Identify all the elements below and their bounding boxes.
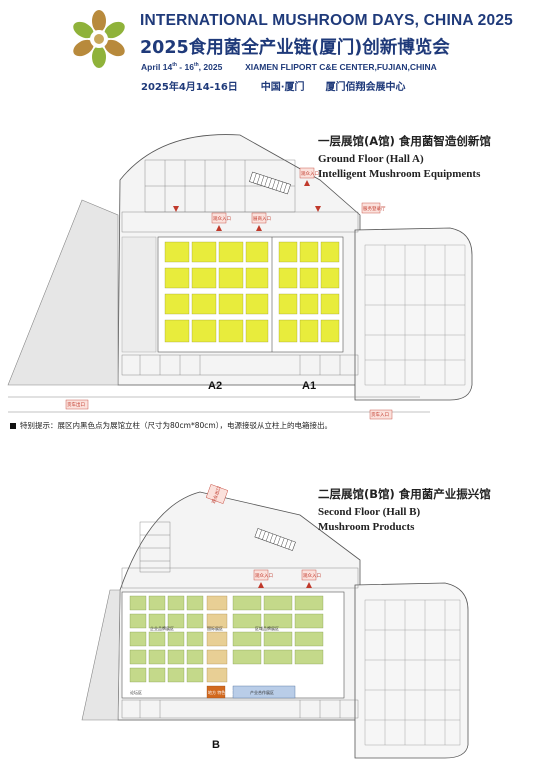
hall-a-title: 一层展馆(A馆) 食用菌智造创新馆 Ground Floor (Hall A) … — [318, 133, 491, 182]
hall-a-title-en-2: Intelligent Mushroom Equipments — [318, 168, 481, 180]
hall-a-exhibitor-entrance-label: 展商入口 — [253, 215, 271, 222]
hall-b-road-area — [81, 589, 121, 721]
hall-a-entrances — [65, 167, 393, 420]
hall-b-title: 二层展馆(B馆) 食用菌产业振兴馆 Second Floor (Hall B) … — [318, 486, 491, 535]
hall-b-label: B — [212, 739, 220, 751]
hall-a-title-en-1: Ground Floor (Hall A) — [318, 153, 424, 165]
event-title-cn: 2025食用菌全产业链(厦门)创新博览会 — [140, 38, 450, 58]
notice-bullet-icon — [10, 423, 16, 429]
hall-b-annex-rooms — [364, 599, 461, 746]
date-en-sup1: th — [172, 62, 177, 69]
venue-en: XIAMEN FLIPORT C&E CENTER,FUJIAN,CHINA — [245, 62, 437, 72]
hall-b-regional-booths — [232, 595, 324, 665]
hall-a1-label: A1 — [302, 380, 317, 392]
hall-a-service-hall-label: 服务登录厅 — [363, 205, 386, 212]
hall-a-visitor-entrance-label: 观众入口 — [301, 171, 319, 177]
date-cn: 2025年4月14-16日 — [141, 82, 238, 93]
hall-a-title-cn: 一层展馆(A馆) 食用菌智造创新馆 — [318, 134, 491, 148]
hall-b-visitor-entrance-2-label: 观众入口 — [303, 573, 321, 579]
hall-a-visitor-entrance-2-label: 观众入口 — [213, 216, 231, 222]
hall-b-enterprise-booths — [129, 595, 204, 683]
notice-text: 特别提示：展区内黑色点为展馆立柱（尺寸为80cm*80cm），电源接驳从立柱上的… — [20, 421, 332, 430]
hall-a2-label: A2 — [208, 380, 223, 392]
hall-a-escalator — [249, 171, 291, 195]
hall-a-truck-entrance-label: 货车入口 — [371, 411, 389, 418]
venue-cn: 厦门佰翔会展中心 — [325, 82, 406, 93]
hall-a1-booth-block — [278, 241, 340, 343]
hall-b-enterprise-zone-label: 企业品牌展区 — [150, 625, 174, 631]
hall-a-left-zone — [121, 236, 157, 353]
header: INTERNATIONAL MUSHROOM DAYS, CHINA 2025 … — [0, 0, 550, 105]
hall-b-coop-zone-label: 产业合作展区 — [250, 689, 274, 695]
hall-b-title-en-1: Second Floor (Hall B) — [318, 506, 421, 518]
hall-b-regional-zone-label: 区域品牌展区 — [255, 625, 279, 631]
hall-b-intl-zone-label: 国际展区 — [207, 625, 223, 631]
city-cn: 中国·厦门 — [260, 82, 305, 93]
event-date-venue-en: April 14th - 16th, 2025 XIAMEN FLIPORT C… — [141, 62, 437, 72]
hall-b-entrances — [205, 484, 317, 588]
hall-b-special-zone-label: 地方 特色展区 — [208, 689, 233, 695]
hall-b-service-rooms — [121, 521, 359, 719]
hall-a-road-area — [7, 199, 119, 386]
hall-a-annex-outline — [354, 227, 473, 401]
hall-b-coop-zone — [232, 685, 296, 699]
event-title-en: INTERNATIONAL MUSHROOM DAYS, CHINA 2025 — [140, 12, 513, 29]
hall-b-forum-zone-label: 论坛区 — [130, 689, 142, 695]
hall-a2-booth-block — [164, 241, 269, 343]
mushroom-flower-logo-icon — [73, 10, 125, 68]
hall-b-title-cn: 二层展馆(B馆) 食用菌产业振兴馆 — [318, 487, 491, 501]
hall-b-special-zone — [206, 685, 226, 699]
hall-b-intl-booths — [206, 595, 228, 683]
date-en-prefix: April 14 — [141, 62, 173, 72]
hall-b-escalator — [254, 528, 296, 551]
hall-a-truck-exit-label: 货车出口 — [67, 401, 85, 408]
special-notice: 特别提示：展区内黑色点为展馆立柱（尺寸为80cm*80cm），电源接驳从立柱上的… — [10, 420, 540, 431]
hall-a-annex-rooms — [364, 244, 466, 386]
date-en-sup2: th — [193, 62, 199, 69]
date-en-year: , 2025 — [198, 62, 223, 72]
hall-b-visitor-entrance-1-label: 观众入口 — [255, 573, 273, 579]
date-en-mid: - 16 — [176, 62, 194, 72]
hall-b-annex-outline — [354, 582, 469, 759]
event-date-venue-cn: 2025年4月14-16日 中国·厦门 厦门佰翔会展中心 — [141, 78, 406, 93]
hall-b-title-en-2: Mushroom Products — [318, 521, 415, 533]
